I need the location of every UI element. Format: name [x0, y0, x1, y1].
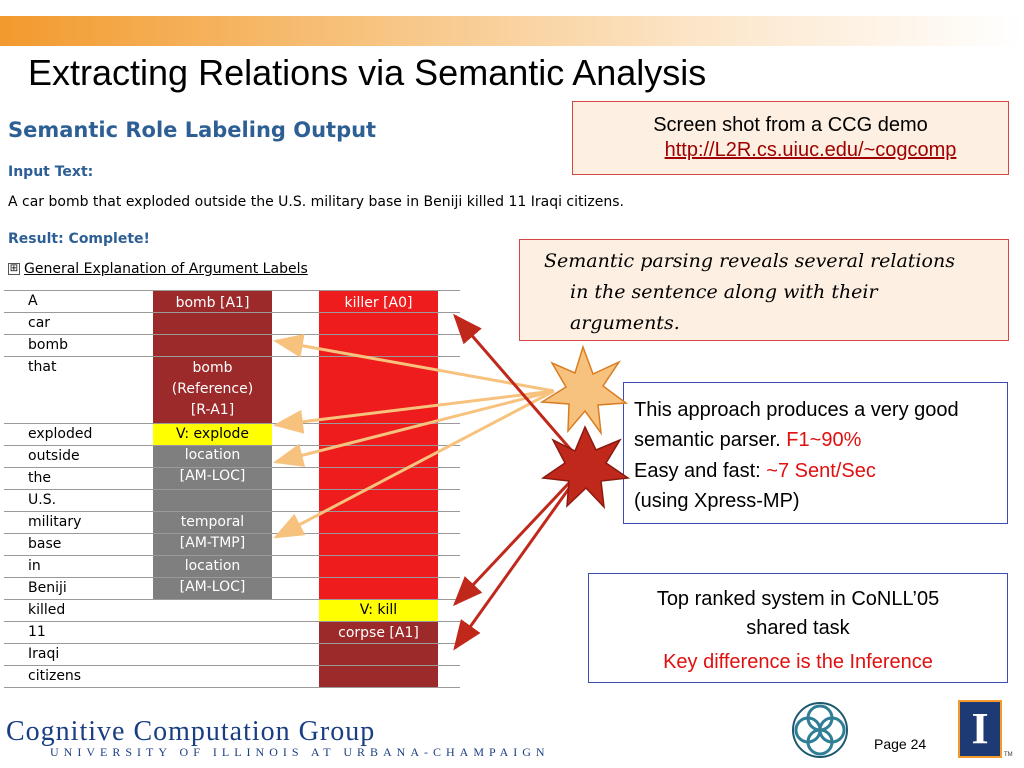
- input-text-label: Input Text:: [8, 164, 94, 180]
- arrow-to-temporal: [273, 389, 555, 539]
- explanation-row[interactable]: ⊞ General Explanation of Argument Labels: [8, 261, 308, 277]
- key-difference: Key difference is the Inference: [663, 651, 933, 673]
- word-token: killed: [28, 602, 66, 618]
- arrow-to-bomb-ref: [273, 333, 555, 393]
- word-token: military: [28, 514, 82, 530]
- word-token: 11: [28, 624, 46, 640]
- title-gradient-bar: [0, 16, 1024, 46]
- result-label: Result: Complete!: [8, 231, 150, 247]
- cog-comp-logo-subtitle: UNIVERSITY OF ILLINOIS AT URBANA-CHAMPAI…: [50, 745, 550, 759]
- page-number: Page 24: [874, 736, 927, 752]
- word-token: A: [28, 293, 38, 309]
- illinois-logo-icon: I: [958, 700, 1002, 758]
- expand-icon[interactable]: ⊞: [8, 263, 20, 275]
- word-token: exploded: [28, 426, 93, 442]
- verb-cell-kill: V: kill: [319, 599, 438, 621]
- conll-line-1: Top ranked system in CoNLL’05: [656, 588, 940, 610]
- input-sentence: A car bomb that exploded outside the U.S…: [8, 194, 624, 210]
- approach-text: This approach produces a very good seman…: [634, 399, 959, 451]
- word-token: base: [28, 536, 62, 552]
- word-token: U.S.: [28, 492, 57, 508]
- word-token: car: [28, 315, 51, 331]
- f1-score: F1~90%: [786, 429, 862, 451]
- arrow-to-explode: [273, 389, 555, 434]
- word-token: outside: [28, 448, 80, 464]
- word-token: the: [28, 470, 51, 486]
- conll-box: Top ranked system in CoNLL’05 shared tas…: [588, 573, 1008, 683]
- cog-comp-logo: Cognitive Computation Group UNIVERSITY O…: [6, 716, 550, 760]
- word-token: that: [28, 359, 57, 375]
- arrow-to-location: [273, 389, 555, 467]
- parsing-line-2: in the sentence along with their: [570, 281, 878, 303]
- arg-cell-corpse-a1: corpse [A1]: [319, 621, 438, 687]
- orange-star-icon: [539, 344, 629, 436]
- srl-heading: Semantic Role Labeling Output: [8, 118, 377, 142]
- word-token: bomb: [28, 337, 68, 353]
- explanation-link[interactable]: General Explanation of Argument Labels: [24, 261, 308, 277]
- word-token: Iraqi: [28, 646, 60, 662]
- parsing-line-3: arguments.: [570, 312, 680, 334]
- word-token: in: [28, 558, 41, 574]
- speed-value: ~7 Sent/Sec: [766, 460, 876, 482]
- arrow-to-corpse: [453, 465, 587, 651]
- circle-knot-logo-icon: [792, 702, 848, 758]
- ccg-demo-link[interactable]: http://L2R.cs.uiuc.edu/~cogcomp: [664, 139, 957, 161]
- semantic-parsing-box: Semantic parsing reveals several relatio…: [519, 239, 1009, 341]
- red-star-icon: [540, 425, 631, 510]
- word-token: Beniji: [28, 580, 67, 596]
- verb-cell-explode: V: explode: [153, 423, 272, 445]
- conll-line-2: shared task: [746, 617, 850, 639]
- arg-cell-location-1: location[AM-LOC]: [153, 445, 272, 511]
- slide-title: Extracting Relations via Semantic Analys…: [28, 52, 707, 93]
- word-token: citizens: [28, 668, 82, 684]
- approach-box: This approach produces a very good seman…: [623, 382, 1008, 524]
- arg-cell-reference: bomb(Reference)[R-A1]: [153, 356, 272, 423]
- parsing-line-1: Semantic parsing reveals several relatio…: [544, 250, 955, 272]
- ccg-demo-box: Screen shot from a CCG demo http://L2R.c…: [572, 101, 1009, 175]
- trademark-mark: TM: [1004, 752, 1013, 758]
- solver-note: (using Xpress-MP): [634, 490, 800, 512]
- ccg-demo-caption: Screen shot from a CCG demo: [653, 114, 928, 136]
- cog-comp-logo-text: Cognitive Computation Group: [6, 716, 376, 747]
- srl-table: bomb [A1] bomb(Reference)[R-A1] V: explo…: [4, 290, 462, 690]
- speed-text: Easy and fast:: [634, 460, 767, 482]
- arrow-to-kill: [452, 464, 587, 607]
- arrow-to-killer: [453, 313, 587, 467]
- arg-cell-bomb-a1: bomb [A1]: [153, 290, 272, 356]
